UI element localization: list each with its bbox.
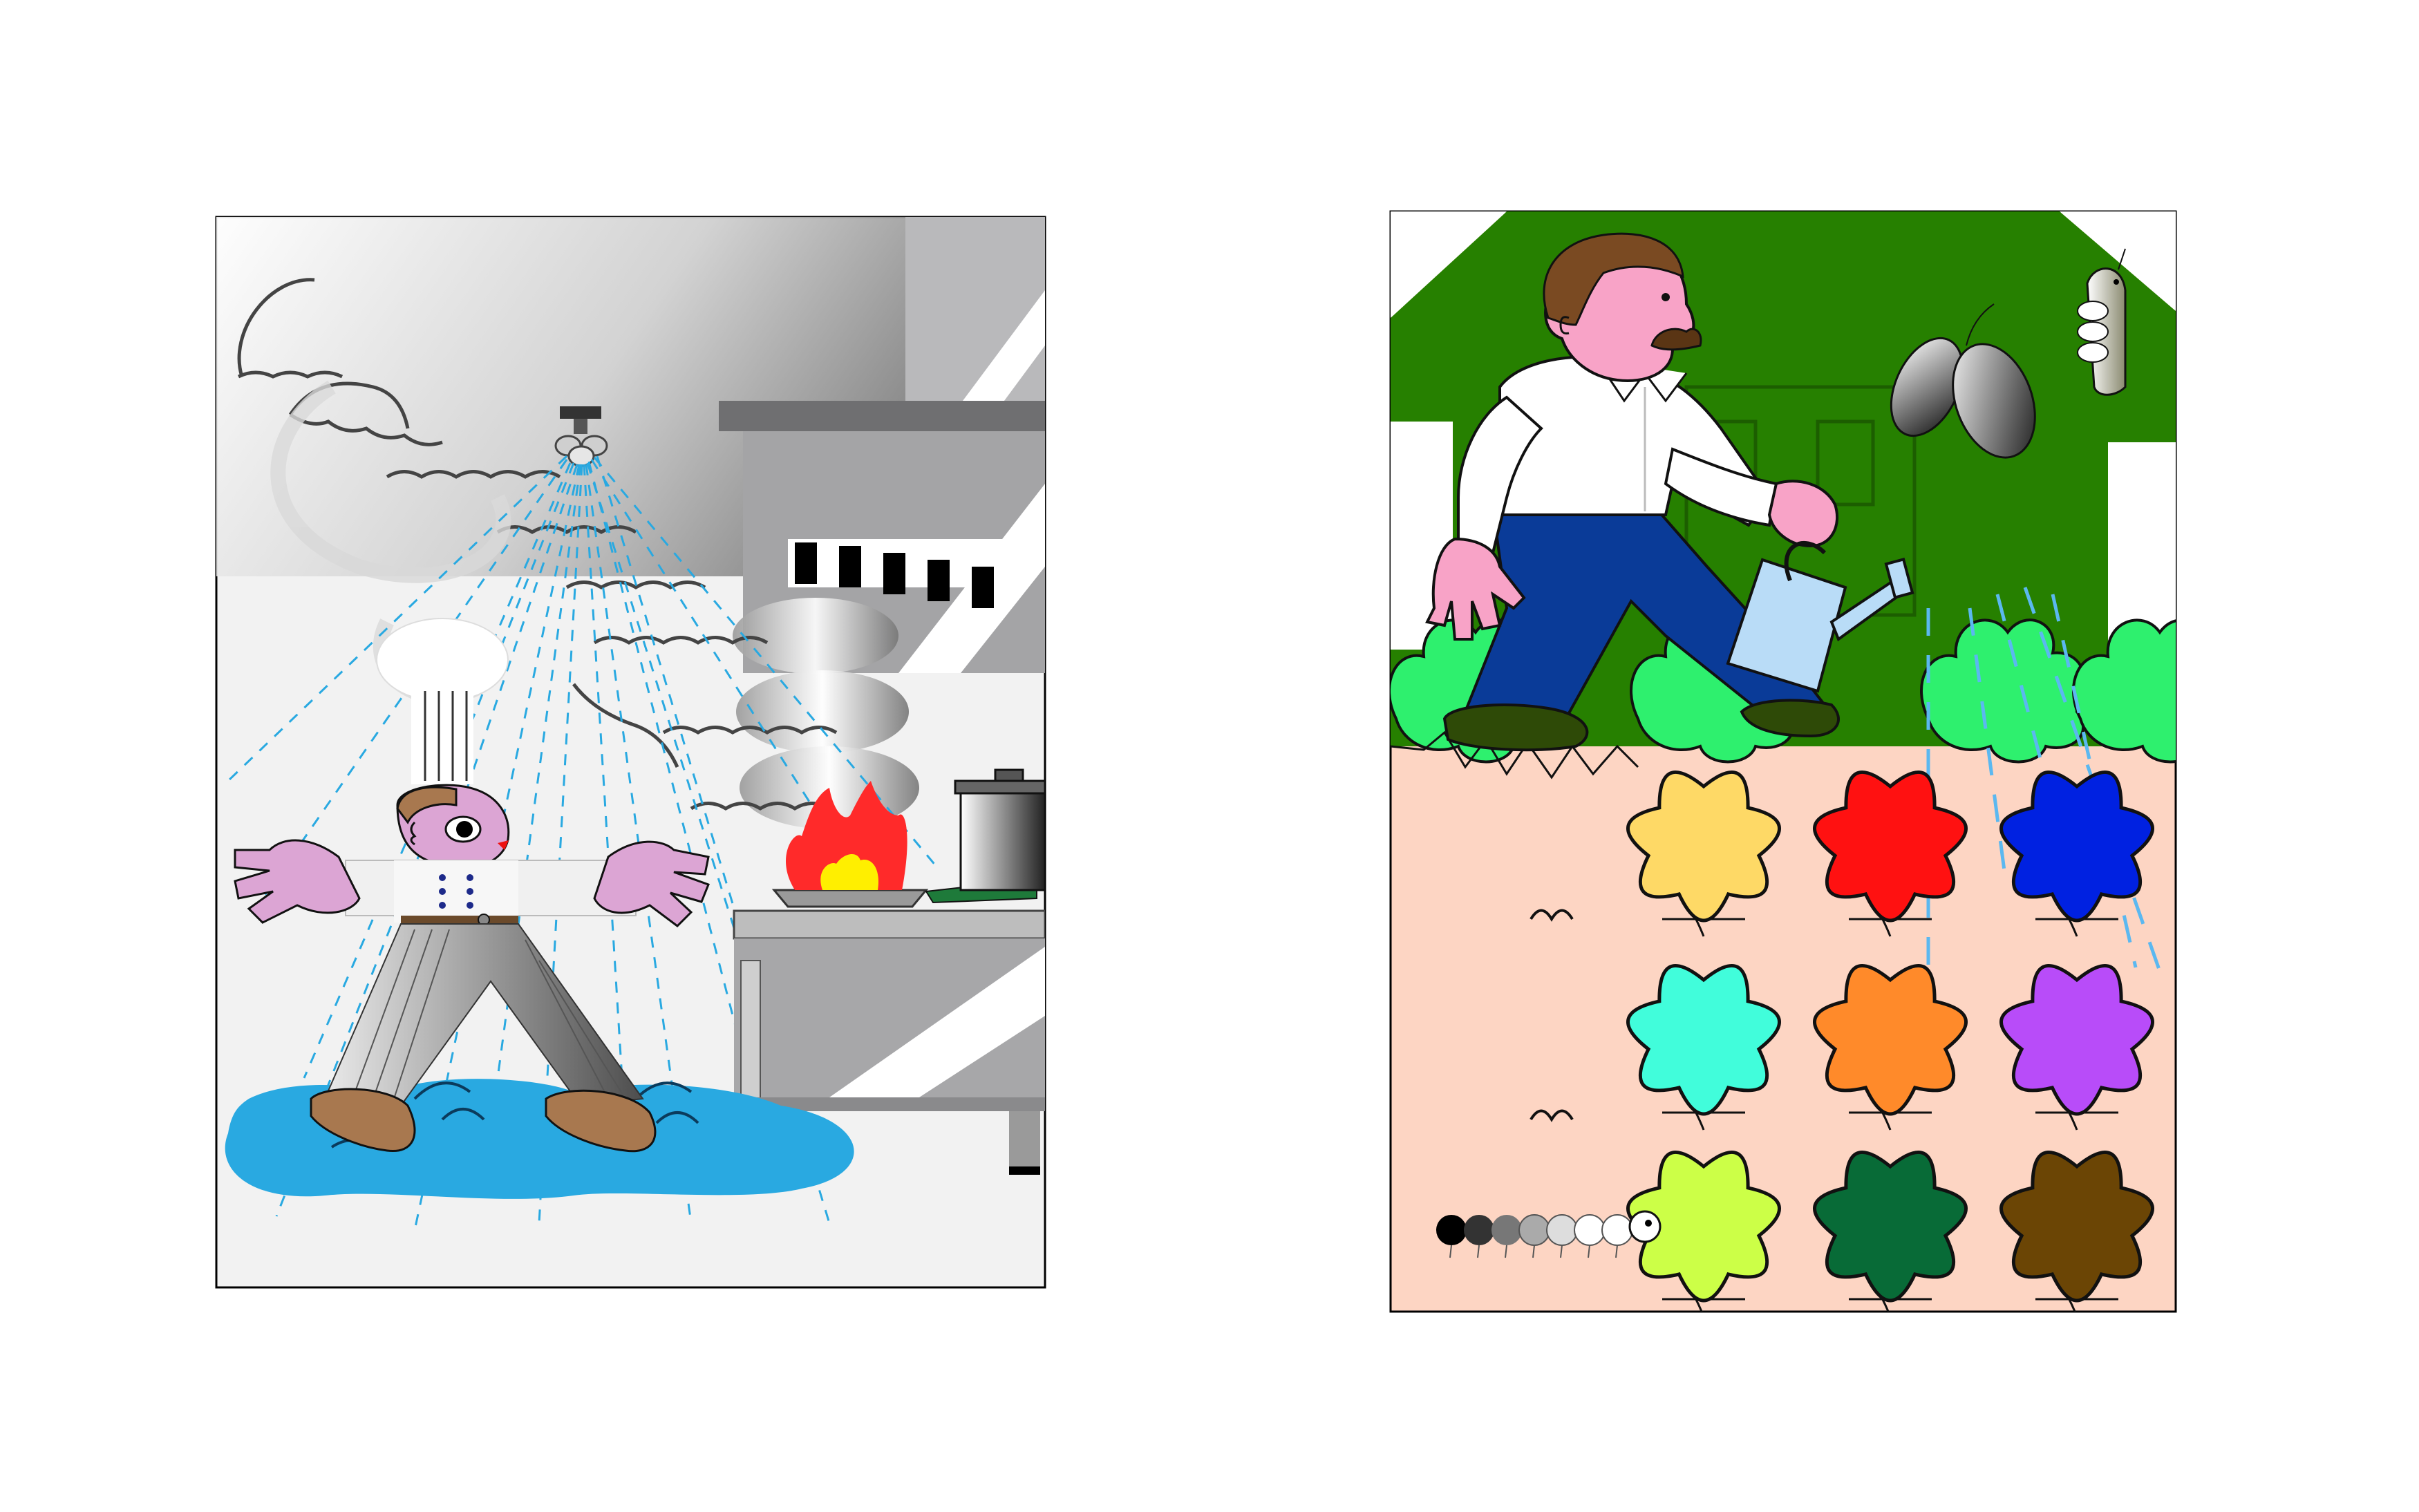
gardener-pants (1463, 506, 1827, 728)
stove-table (733, 909, 1045, 1175)
chef-figure (234, 618, 710, 1153)
smoke-cloud-icon (237, 278, 838, 811)
gardener-hair (1543, 232, 1684, 326)
butterfly-icon (1890, 303, 2036, 459)
flower-bush (1626, 1151, 1781, 1312)
jacket-buttons (439, 874, 473, 909)
flower-bush (1999, 771, 2154, 937)
chef-kitchen-illustration (215, 216, 1046, 1289)
chef-hat (376, 618, 509, 784)
gardener-mustache (1650, 328, 1702, 351)
flower-bush (1999, 1151, 2154, 1312)
flower-bush (1626, 964, 1781, 1131)
bird-icon (1529, 909, 1574, 1122)
pot-icon (954, 768, 1045, 891)
flower-bush (1999, 964, 2154, 1131)
gardener-illustration (1389, 210, 2177, 1313)
flower-bush (1813, 1151, 1968, 1312)
chef-right-hand (593, 840, 710, 927)
flame-icon (786, 781, 907, 890)
gardener-right-shoe (1740, 699, 1840, 738)
gardener-left-hand (1425, 537, 1526, 641)
gardener-left-arm (1457, 395, 1543, 555)
gardener-figure (1425, 232, 1840, 752)
caterpillar-icon (1436, 1210, 1662, 1258)
range-hood (719, 217, 1045, 673)
chef-right-shoe (545, 1089, 657, 1153)
moth-icon (2077, 248, 2127, 396)
flower-bush (1813, 771, 1968, 937)
gardener-left-shoe (1442, 703, 1589, 752)
gardener-right-hand (1767, 480, 1839, 548)
chef-left-hand (234, 839, 361, 924)
chef-left-shoe (310, 1088, 416, 1153)
flower-bush (1626, 771, 1781, 937)
hood-vent-stripes (795, 542, 994, 608)
flower-bush (1813, 964, 1968, 1131)
sprinkler-icon (554, 406, 608, 467)
flower-bed-grid (1626, 771, 2154, 1312)
chef-belt (401, 916, 518, 924)
soil-edge (1391, 730, 1639, 779)
watering-can-icon (1726, 540, 1914, 693)
